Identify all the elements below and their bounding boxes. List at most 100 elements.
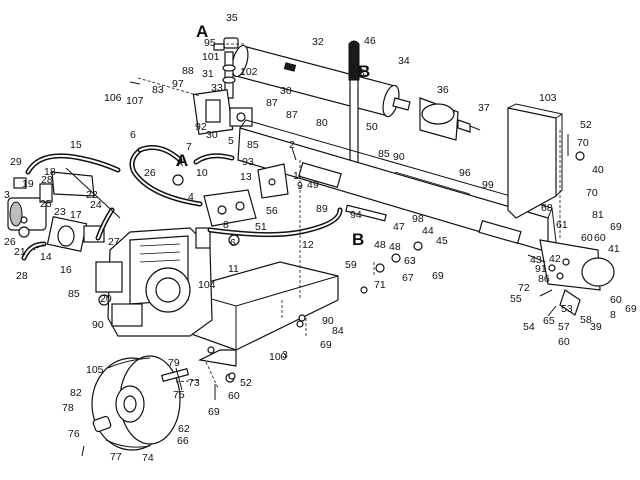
- callout-41: 41: [608, 243, 620, 255]
- callout-102: 102: [240, 66, 258, 78]
- callout-52: 52: [580, 119, 592, 131]
- callout-55: 55: [510, 293, 522, 305]
- callout-97: 97: [172, 78, 184, 90]
- marker-a-top: A: [196, 22, 208, 41]
- callout-33: 33: [211, 82, 223, 94]
- callout-69: 69: [208, 406, 220, 418]
- callout-69: 69: [432, 270, 444, 282]
- callout-69: 69: [320, 339, 332, 351]
- callout-35: 35: [226, 12, 238, 24]
- callout-74: 74: [142, 452, 154, 464]
- callout-40: 40: [592, 164, 604, 176]
- hitch-assembly: [527, 239, 615, 316]
- callout-80: 80: [316, 117, 328, 129]
- callout-89: 89: [316, 203, 328, 215]
- callout-3: 3: [4, 189, 10, 201]
- callout-95: 95: [204, 37, 216, 49]
- callout-57: 57: [558, 321, 570, 333]
- callout-30: 30: [280, 85, 292, 97]
- callout-22: 22: [86, 189, 98, 201]
- marker-a-mid: A: [176, 151, 188, 170]
- callout-93: 93: [242, 156, 254, 168]
- callout-92: 92: [195, 121, 207, 133]
- callout-94: 94: [350, 209, 362, 221]
- callout-52: 52: [240, 377, 252, 389]
- splitting-beam: [237, 119, 557, 253]
- callout-28: 28: [16, 270, 28, 282]
- callout-16: 16: [60, 264, 72, 276]
- callout-86: 86: [538, 273, 550, 285]
- hydraulic-pump: [7, 171, 105, 252]
- valve-body: [203, 163, 289, 227]
- callout-29: 29: [10, 156, 22, 168]
- assembly-lines: [33, 43, 561, 389]
- callout-103: 103: [539, 92, 557, 104]
- callout-85: 85: [68, 288, 80, 300]
- callout-77: 77: [110, 451, 122, 463]
- callout-69: 69: [625, 303, 637, 315]
- callout-31: 31: [202, 68, 214, 80]
- callout-5: 5: [228, 135, 234, 147]
- callout-54: 54: [523, 321, 535, 333]
- callout-2: 2: [289, 139, 295, 151]
- hydraulic-cylinder: [213, 37, 411, 118]
- callout-104: 104: [198, 279, 216, 291]
- callout-51: 51: [255, 221, 267, 233]
- callout-75: 75: [173, 389, 185, 401]
- callout-71: 71: [374, 279, 386, 291]
- callout-44: 44: [422, 225, 434, 237]
- callout-61: 61: [556, 219, 568, 231]
- callout-26: 26: [4, 236, 16, 248]
- callout-107: 107: [126, 95, 144, 107]
- callout-70: 70: [586, 187, 598, 199]
- callout-50: 50: [366, 121, 378, 133]
- callout-42: 42: [549, 253, 561, 265]
- callout-60: 60: [228, 390, 240, 402]
- callout-4: 4: [188, 191, 194, 203]
- marker-b-mid: B: [352, 230, 364, 249]
- callout-8: 8: [223, 219, 229, 231]
- callout-65: 65: [543, 315, 555, 327]
- callout-32: 32: [312, 36, 324, 48]
- callout-13: 13: [240, 171, 252, 183]
- callout-60: 60: [581, 232, 593, 244]
- callout-87: 87: [266, 97, 278, 109]
- callout-10: 10: [196, 167, 208, 179]
- wheel: [91, 355, 190, 451]
- callout-6: 6: [230, 237, 236, 249]
- callout-60: 60: [594, 232, 606, 244]
- callout-30: 30: [206, 129, 218, 141]
- callout-39: 39: [590, 321, 602, 333]
- callout-100: 100: [269, 351, 287, 363]
- callout-83: 83: [152, 84, 164, 96]
- callout-62: 62: [178, 423, 190, 435]
- control-valve: [192, 89, 253, 135]
- callout-91: 91: [535, 263, 547, 275]
- callout-48: 48: [389, 241, 401, 253]
- callout-60: 60: [610, 294, 622, 306]
- callout-11: 11: [228, 263, 239, 275]
- callout-101: 101: [202, 51, 220, 63]
- engine: [95, 227, 213, 337]
- callout-70: 70: [577, 137, 589, 149]
- callout-12: 12: [302, 239, 314, 251]
- callout-6: 6: [130, 129, 136, 141]
- callout-34: 34: [398, 55, 410, 67]
- callout-72: 72: [518, 282, 530, 294]
- callout-99: 99: [482, 179, 494, 191]
- callout-76: 76: [68, 428, 80, 440]
- callout-45: 45: [436, 235, 448, 247]
- callout-48: 48: [374, 239, 386, 251]
- callout-82: 82: [70, 387, 82, 399]
- callout-27: 27: [108, 236, 120, 248]
- callout-59: 59: [345, 259, 357, 271]
- callout-67: 67: [402, 272, 414, 284]
- callout-25: 25: [40, 198, 52, 210]
- callout-19: 19: [22, 178, 34, 190]
- callout-53: 53: [561, 303, 573, 315]
- hardware: [13, 81, 585, 457]
- callout-63: 63: [404, 255, 416, 267]
- callout-66: 66: [177, 435, 189, 447]
